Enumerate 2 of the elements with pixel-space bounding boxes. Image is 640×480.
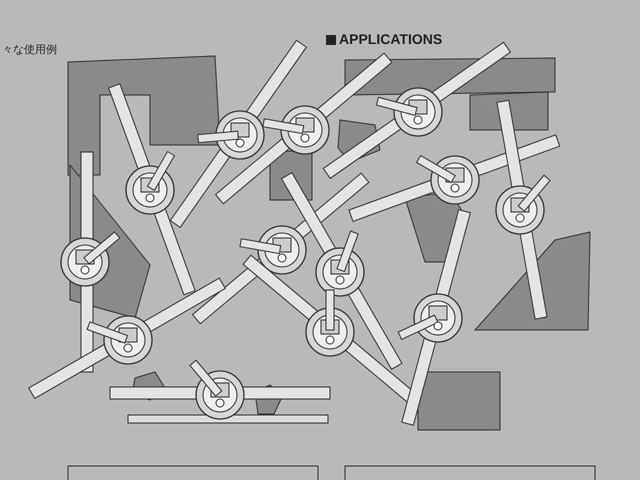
heading: APPLICATIONS [339, 31, 442, 47]
japanese-heading: 々な使用例 [2, 42, 57, 57]
